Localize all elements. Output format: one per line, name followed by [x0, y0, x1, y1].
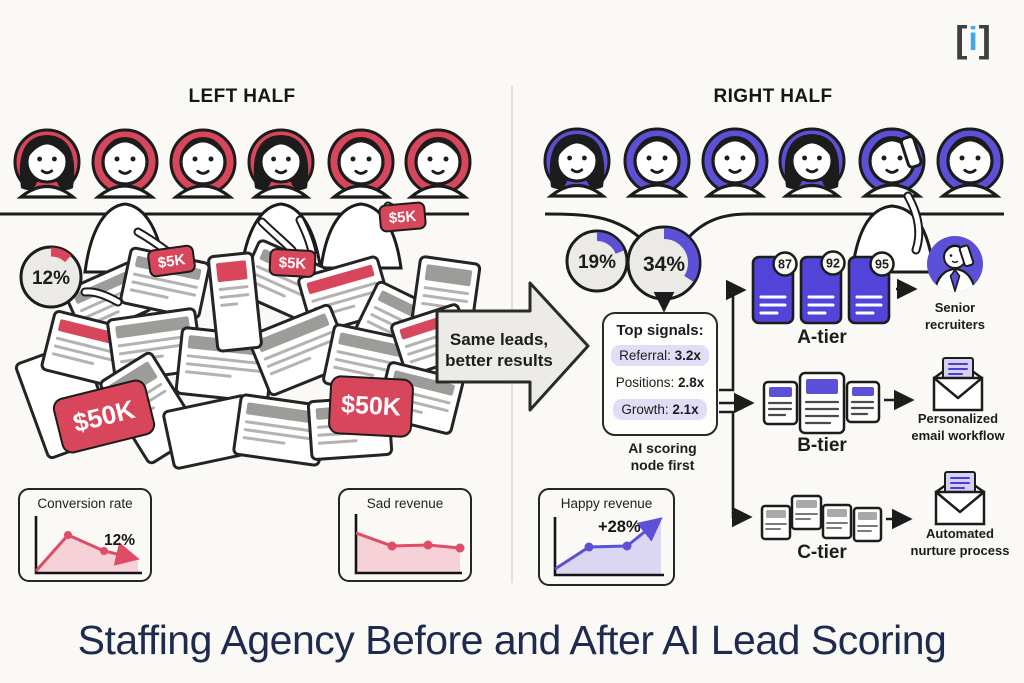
conversion-chart-title: Conversion rate: [37, 496, 133, 511]
left-conversion-pie: 12%: [19, 245, 123, 309]
arrow-line-1: Same leads,: [449, 330, 549, 349]
a-tier-outcome-label: Senior recruiters: [905, 300, 1005, 334]
logo-open-bracket: [: [955, 19, 968, 60]
brand-logo: [ i ]: [955, 19, 991, 61]
paper-sheet: [207, 251, 263, 353]
signal-positions-label: Positions:: [615, 375, 675, 390]
conversion-chart-plot: [34, 516, 142, 575]
pie-12-label: 12%: [32, 268, 70, 289]
left-half-header: LEFT HALF: [188, 86, 296, 107]
sad-revenue-plot: [354, 514, 465, 575]
sad-revenue-title: Sad revenue: [366, 496, 444, 511]
nurture-email-icon: [934, 470, 986, 526]
transition-arrow-text: Same leads, better results: [437, 329, 561, 372]
arrow-line-2: better results: [445, 351, 553, 371]
c-tier-label: C-tier: [797, 542, 847, 563]
signal-referral: Referral: 3.2x: [611, 345, 709, 366]
signal-positions-value: 2.8x: [678, 375, 705, 390]
signal-growth-label: Growth:: [621, 402, 669, 417]
signal-growth-value: 2.1x: [672, 402, 699, 417]
conversion-chart-value: 12%: [104, 532, 136, 549]
price-tag-5k: $5K: [268, 247, 317, 279]
signal-referral-value: 3.2x: [674, 348, 701, 363]
right-recruiter-avatars: [543, 127, 1004, 198]
outcome-nurture-line-1: Automated: [926, 526, 994, 541]
right-half-header: RIGHT HALF: [713, 86, 833, 107]
happy-revenue-title: Happy revenue: [560, 496, 653, 511]
email-workflow-icon: [932, 356, 984, 412]
b-tier-outcome-label: Personalized email workflow: [895, 411, 1021, 445]
paper-sheet: [232, 393, 328, 467]
right-desk-funnel: [544, 212, 1004, 239]
a-tier-score-2: 92: [826, 257, 840, 271]
a-tier-score-1: 87: [778, 258, 792, 272]
outcome-nurture-line-2: nurture process: [910, 542, 1010, 558]
b-tier-cards: [762, 371, 881, 435]
outcome-senior-line-2: recruiters: [925, 316, 985, 332]
happy-revenue-chart: Happy revenue +28%: [538, 488, 675, 586]
signal-positions: Positions: 2.8x: [608, 372, 713, 393]
flow-connectors: [653, 278, 918, 530]
ai-note-line-2: node first: [630, 456, 695, 473]
c-tier-outcome-label: Automated nurture process: [893, 526, 1024, 560]
price-tag-50k: $50K: [327, 374, 415, 439]
signal-referral-label: Referral:: [619, 348, 671, 363]
page-title: Staffing Agency Before and After AI Lead…: [77, 617, 947, 663]
conversion-rate-chart: Conversion rate 12%: [18, 488, 152, 582]
logo-i-icon: i: [968, 20, 978, 57]
a-tier-cards: 87 92 95: [751, 250, 895, 325]
a-tier-label: A-tier: [797, 327, 847, 348]
ai-note-line-1: AI scoring: [628, 440, 697, 456]
a-tier-score-3: 95: [875, 258, 889, 272]
top-signals-title: Top signals:: [616, 322, 704, 339]
right-conversion-pies: 19% 34%: [565, 225, 702, 301]
price-tag-5k: $5K: [377, 201, 428, 233]
pie-34-label: 34%: [643, 253, 685, 276]
happy-revenue-plot: [553, 517, 664, 577]
top-signals-panel: Top signals: Referral: 3.2x Positions: 2…: [602, 312, 718, 436]
left-recruiter-avatars: [13, 128, 472, 199]
logo-close-bracket: ]: [978, 19, 991, 60]
c-tier-cards: [760, 494, 883, 543]
senior-recruiter-icon: [927, 236, 983, 292]
ai-scoring-note: AI scoring node first: [590, 440, 735, 474]
outcome-email-line-2: email workflow: [911, 427, 1005, 443]
b-tier-label: B-tier: [797, 435, 847, 456]
pie-19-label: 19%: [578, 252, 616, 273]
outcome-senior-line-1: Senior: [934, 300, 976, 315]
happy-revenue-value: +28%: [598, 518, 641, 536]
transition-arrow: [435, 281, 590, 412]
sad-revenue-chart: Sad revenue: [338, 488, 472, 582]
signal-growth: Growth: 2.1x: [613, 399, 707, 420]
outcome-email-line-1: Personalized: [917, 411, 999, 426]
